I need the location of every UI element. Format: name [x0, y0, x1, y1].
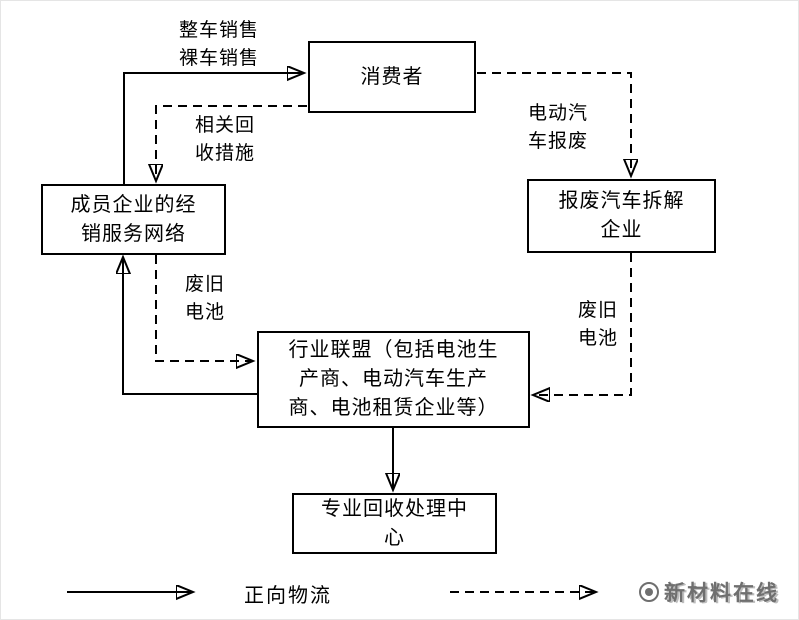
arrow-network-to-alliance: [155, 255, 253, 361]
node-recycle-center: 专业回收处理中 心: [292, 493, 497, 554]
watermark: 新材料在线: [639, 577, 779, 607]
edge-label-recycle-measures: 相关回 收措施: [195, 115, 256, 164]
edge-label-ev-scrapping: 电动汽 车报废: [528, 103, 589, 152]
node-alliance: 行业联盟（包括电池生 产商、电动汽车生产 商、电池租赁企业等）: [257, 331, 530, 428]
watermark-text: 新材料在线: [664, 581, 779, 605]
arrow-ev-scrapping: [477, 72, 631, 176]
arrow-alliance-to-network: [123, 257, 257, 395]
edge-label-waste-battery-right: 废旧 电池: [578, 300, 619, 349]
arrow-recycle-measures: [156, 105, 307, 181]
legend-solid-label: 正向物流: [244, 585, 332, 607]
node-member-network: 成员企业的经 销服务网络: [41, 184, 226, 255]
arrow-vehicle-sales: [123, 73, 304, 184]
node-dismantler: 报废汽车拆解 企业: [527, 179, 716, 253]
node-consumer: 消费者: [308, 41, 476, 113]
watermark-logo-icon: [639, 582, 659, 602]
edge-label-waste-battery-left: 废旧 电池: [185, 274, 226, 323]
edge-label-vehicle-sales: 整车销售 裸车销售: [178, 20, 259, 69]
arrow-dismantler-to-alliance: [533, 253, 632, 395]
